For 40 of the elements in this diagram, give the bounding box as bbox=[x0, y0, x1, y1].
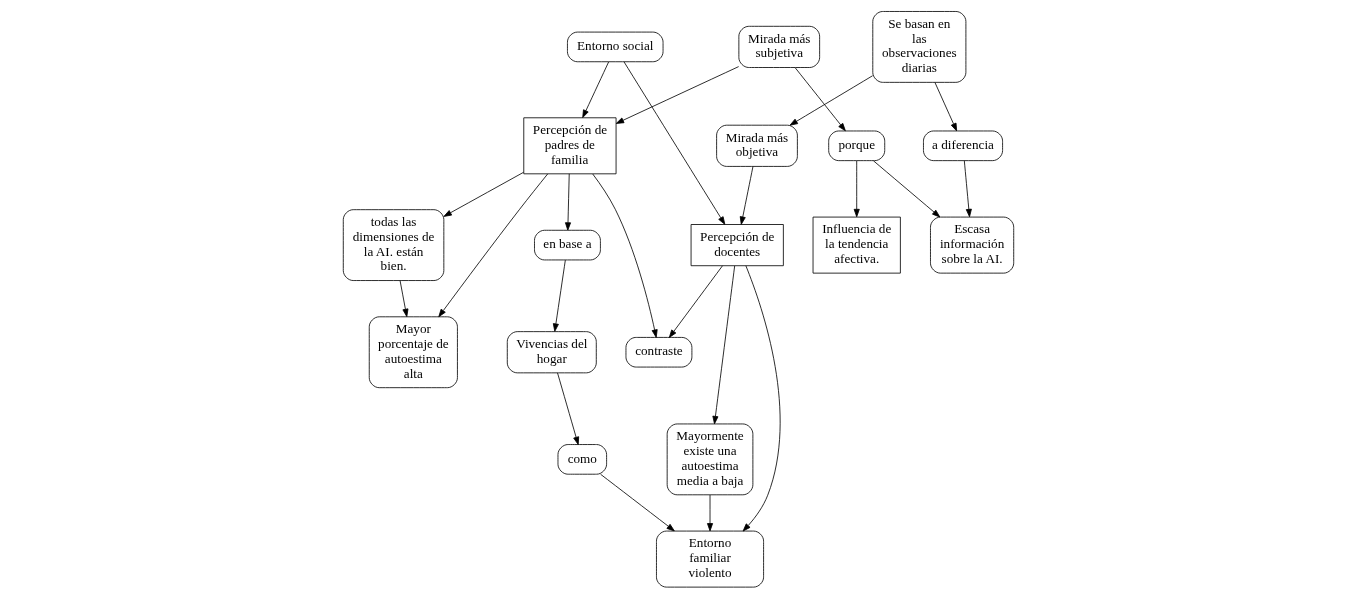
arrow bbox=[438, 173, 549, 318]
arrow bbox=[853, 160, 860, 218]
node-box: Mayor porcentaje de autoestima alta bbox=[368, 316, 458, 389]
node-box: Vivencias del hogar bbox=[506, 331, 597, 374]
node-box: Mirada más subjetiva bbox=[738, 25, 821, 68]
node-box: Mirada más objetiva bbox=[716, 124, 798, 167]
node-box: Entorno familiar violento bbox=[656, 530, 764, 588]
arrow bbox=[668, 265, 723, 338]
node-box: Percepción de docentes bbox=[690, 224, 784, 267]
arrow bbox=[565, 173, 571, 231]
arrow bbox=[600, 473, 675, 532]
arrow bbox=[399, 280, 409, 318]
arrow bbox=[443, 171, 524, 217]
arrow bbox=[742, 265, 781, 532]
node-box: Mayormente existe una autoestima media a baja bbox=[666, 423, 754, 496]
node-box: en base a bbox=[534, 229, 601, 261]
node-box: porque bbox=[828, 130, 886, 162]
arrow bbox=[552, 259, 566, 332]
node-box: Influencia de la tendencia afectiva. bbox=[812, 216, 901, 274]
arrow bbox=[963, 160, 972, 218]
node-box: Percepción de padres de familia bbox=[523, 117, 617, 175]
arrow bbox=[794, 67, 846, 132]
arrow bbox=[615, 66, 740, 124]
arrow bbox=[739, 166, 754, 225]
node-box: Escasa información sobre la AI. bbox=[930, 216, 1015, 274]
arrow bbox=[582, 61, 610, 118]
arrow bbox=[557, 372, 580, 445]
arrow bbox=[592, 173, 658, 338]
arrow bbox=[934, 82, 958, 132]
arrow bbox=[623, 61, 726, 225]
node-box: todas las dimensiones de la AI. están bien. bbox=[342, 209, 445, 281]
arrow bbox=[712, 265, 736, 425]
node-box: como bbox=[557, 444, 607, 475]
arrow bbox=[789, 75, 873, 126]
arrow bbox=[707, 494, 714, 532]
node-box: Se basan en las observaciones diarias bbox=[872, 11, 967, 83]
node-box: a diferencia bbox=[923, 130, 1003, 162]
node-box: contraste bbox=[625, 337, 693, 368]
node-box: Entorno social bbox=[567, 31, 664, 63]
arrow bbox=[873, 160, 941, 218]
